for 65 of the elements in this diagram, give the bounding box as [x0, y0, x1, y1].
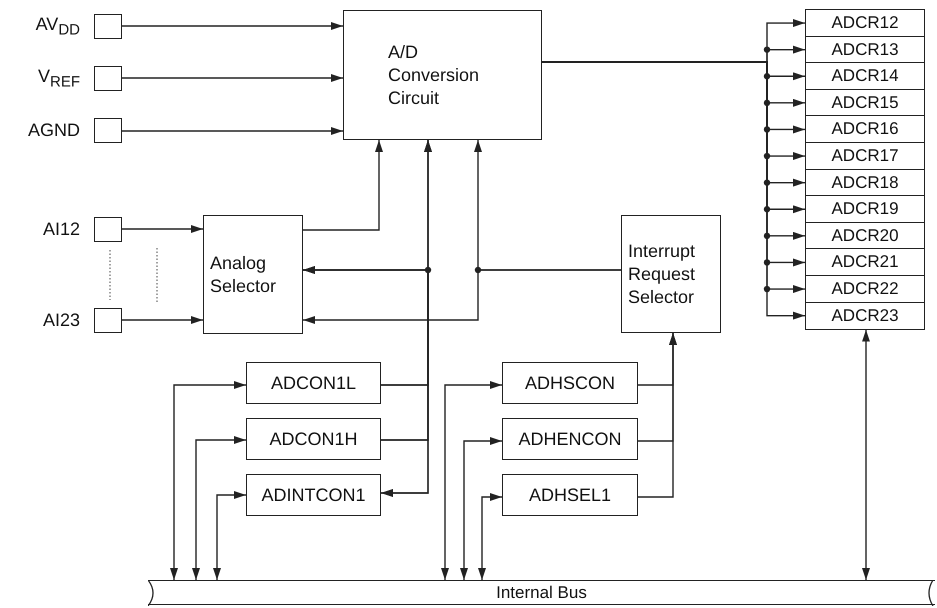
- block-label: ADCR17: [831, 146, 899, 166]
- arrow: [122, 74, 343, 82]
- block-label: ADCR15: [831, 92, 899, 112]
- arrow: [303, 269, 621, 324]
- arrow: [638, 333, 677, 498]
- register-box: [805, 275, 925, 304]
- register-box: [805, 248, 925, 276]
- bus-label: Internal Bus: [496, 582, 587, 602]
- register-box: [246, 418, 381, 460]
- register-box: [805, 222, 925, 250]
- pin-label: V$_{REF}$: [38, 66, 80, 91]
- arrow: [213, 491, 246, 580]
- block-label: ADCON1L: [270, 372, 356, 392]
- block-label: ADCR19: [831, 199, 899, 218]
- register-box: [805, 36, 925, 64]
- selector-block: [203, 215, 303, 334]
- register-box: [246, 474, 381, 516]
- block-label: ADHENCON: [518, 428, 622, 448]
- block-label: ADCR13: [831, 40, 899, 59]
- arrow: [862, 330, 870, 580]
- internal-bus: [148, 580, 935, 605]
- arrow: [170, 381, 246, 580]
- register-box: [805, 88, 925, 117]
- arrow: [303, 140, 383, 231]
- block-label: ADCON1H: [269, 428, 358, 448]
- arrow: [303, 266, 429, 497]
- register-box: [805, 195, 925, 224]
- block-label: ADHSCON: [524, 372, 615, 392]
- block-label: ADCR22: [831, 279, 899, 298]
- register-box: [805, 115, 925, 144]
- register-box: [246, 362, 381, 404]
- arrow: [478, 493, 502, 580]
- arrow: [441, 381, 502, 580]
- block-label: ADCR20: [831, 226, 899, 245]
- arrow: [122, 22, 343, 30]
- register-box: [805, 302, 925, 330]
- register-box: [502, 474, 638, 516]
- pin-label: AGND: [28, 120, 80, 141]
- converter-block: [343, 10, 542, 140]
- arrow: [122, 225, 203, 233]
- block-label: ADCR12: [831, 13, 899, 32]
- register-box: [502, 418, 638, 460]
- register-box: [805, 142, 925, 170]
- pin-label: AV$_{DD}$: [36, 14, 80, 39]
- pin-label: AI23: [42, 310, 80, 331]
- block-label: ADCR21: [831, 252, 899, 272]
- block-label: ADCR16: [831, 119, 899, 138]
- arrow: [460, 437, 502, 580]
- arrow: [122, 316, 203, 324]
- block-label: ADCR14: [831, 66, 899, 86]
- block-label: Analog Selector: [210, 252, 276, 296]
- block-label: A/D Conversion Circuit: [388, 42, 480, 108]
- block-label: ADINTCON1: [261, 484, 366, 504]
- register-box: [805, 168, 925, 197]
- selector-block: [621, 215, 721, 333]
- block-label: ADCR23: [831, 306, 899, 325]
- arrow: [122, 127, 343, 135]
- arrow: [192, 436, 246, 580]
- register-box: [502, 362, 638, 404]
- block-label: Interrupt Request Selector: [628, 240, 696, 306]
- pin-label: AI12: [42, 219, 80, 240]
- register-box: [805, 9, 925, 38]
- block-label: ADHSEL1: [528, 484, 612, 504]
- register-box: [805, 62, 925, 90]
- block-label: ADCR18: [831, 172, 899, 192]
